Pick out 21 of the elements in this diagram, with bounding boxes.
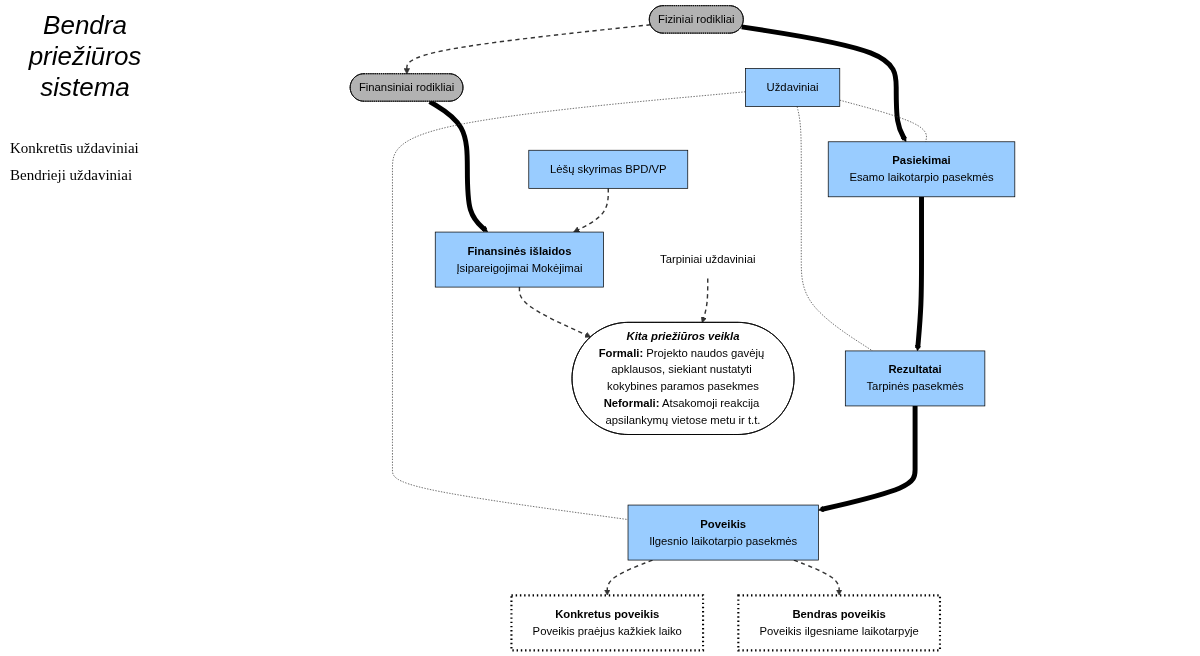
connector	[839, 99, 927, 143]
arrow	[914, 196, 924, 352]
node-box: Pasiekimai Esamo laikotarpio pasekmės	[827, 141, 1016, 198]
objective-label: Konkretūs uždaviniai	[10, 140, 140, 157]
arrow	[573, 187, 609, 233]
node-box: Finansinės išlaidos Įsipareigojimai Mokėjimai	[434, 231, 604, 288]
arrow	[403, 24, 652, 75]
node-box: Rezultatai Tarpinės pasekmės	[844, 350, 986, 407]
diagram-title: Bendra priežiūros sistema	[27, 10, 143, 103]
arrow	[818, 405, 918, 512]
node-box: Poveikis Ilgesnio laikotarpio pasekmės	[627, 504, 819, 561]
node-box: Uždaviniai	[745, 68, 841, 107]
node-box: Konkretus poveikis Poveikis praėjus kažkiek laiko	[510, 594, 705, 652]
arrow	[700, 277, 709, 323]
node-box: Lėšų skyrimas BPD/VP	[528, 149, 689, 189]
arrow	[741, 24, 907, 143]
node-box: Bendras poveikis Poveikis ilgesniame laikotarpyje	[737, 594, 942, 652]
objective-label: Bendrieji uždaviniai	[10, 167, 134, 184]
arrow	[518, 286, 592, 338]
node-text: Tarpiniai uždaviniai	[660, 253, 756, 266]
connector	[392, 91, 746, 520]
